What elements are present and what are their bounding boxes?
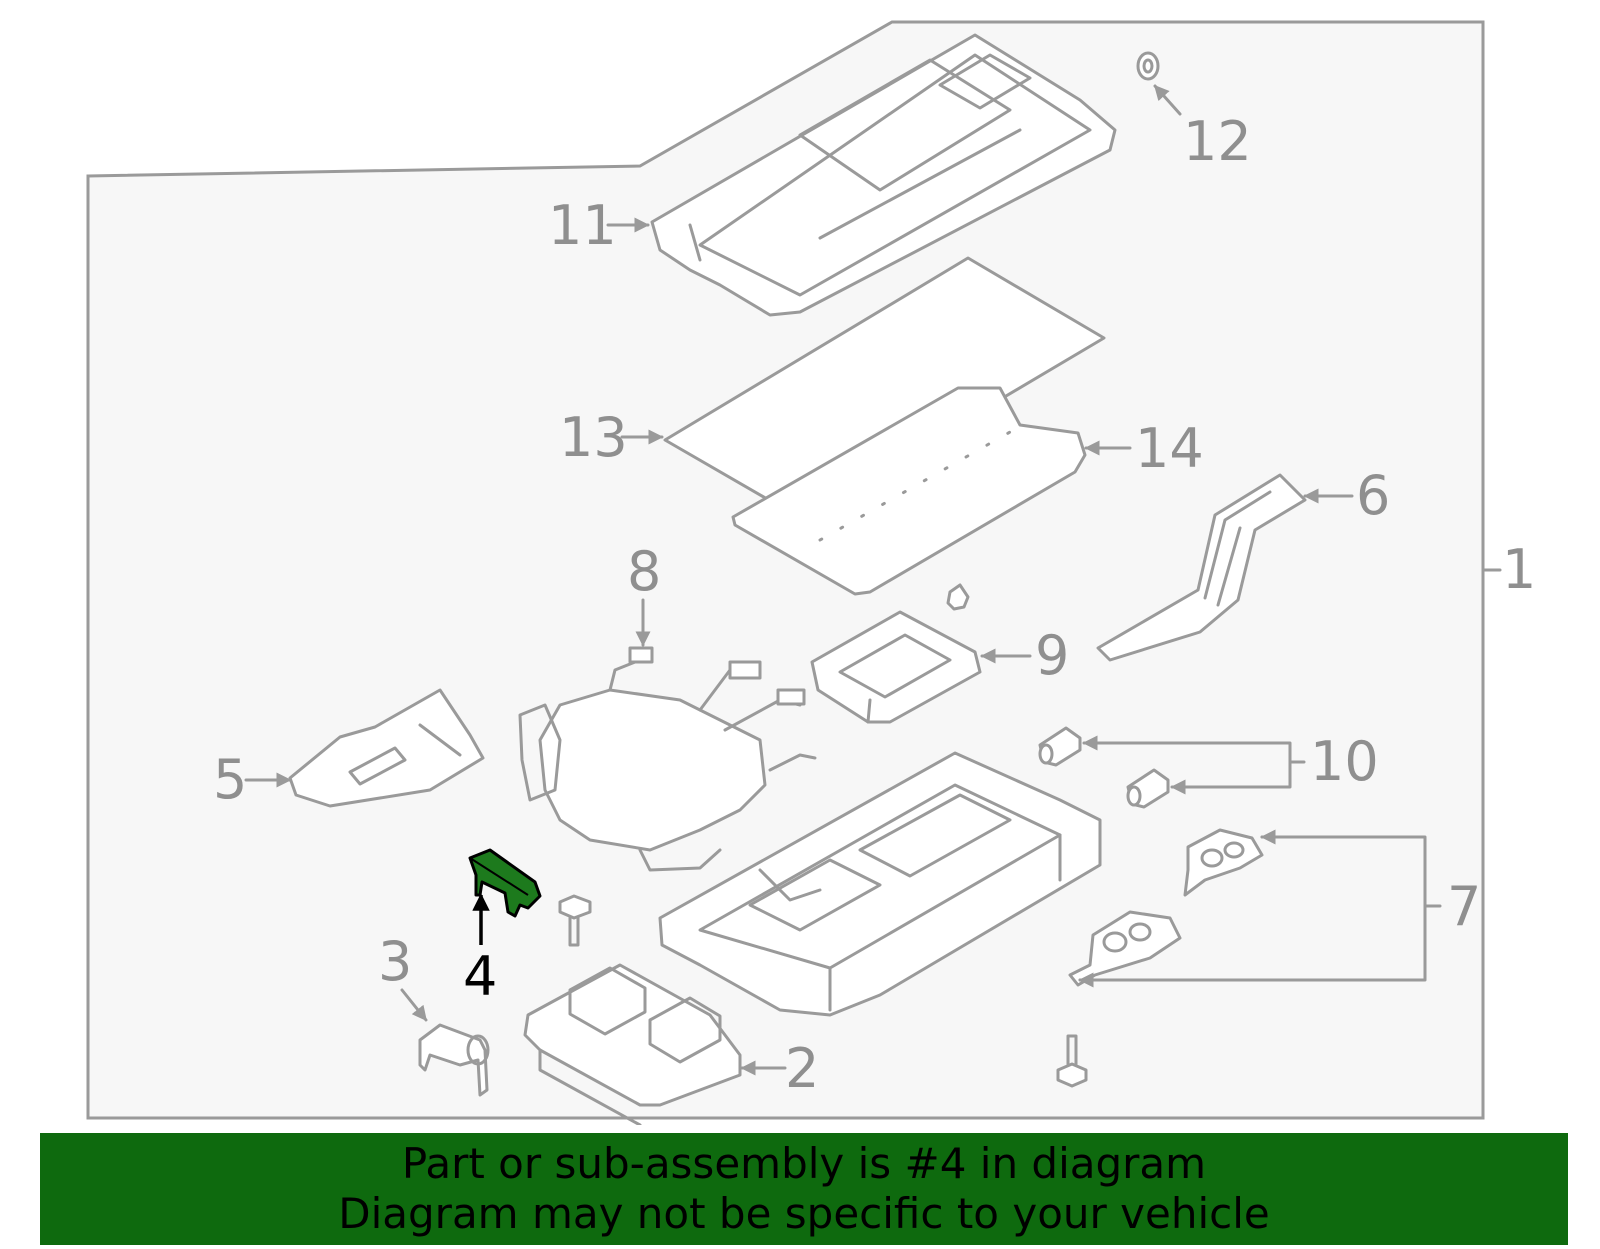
- leader-3: [400, 988, 428, 1022]
- info-banner: Part or sub-assembly is #4 in diagram Di…: [40, 1133, 1568, 1245]
- part-2-junction-box: [523, 963, 742, 1125]
- part-11-upper-cover: [650, 33, 1117, 317]
- part-12-washer: [1136, 51, 1160, 81]
- callout-5: 5: [213, 748, 247, 811]
- part-5-bracket: [288, 688, 485, 808]
- callout-2: 2: [785, 1037, 819, 1100]
- callout-9: 9: [1035, 624, 1069, 687]
- banner-line-1: Part or sub-assembly is #4 in diagram: [401, 1139, 1207, 1188]
- callout-14: 14: [1135, 417, 1204, 480]
- callout-3: 3: [378, 930, 412, 993]
- assembly-frame: [86, 20, 1485, 1120]
- part-9-control-module: [810, 583, 982, 724]
- callout-12: 12: [1183, 110, 1252, 173]
- leader-12: [1153, 84, 1182, 116]
- callout-8: 8: [627, 540, 661, 603]
- banner-line-2: Diagram may not be specific to your vehi…: [338, 1189, 1270, 1238]
- part-7-brackets: [1068, 828, 1264, 987]
- callout-7: 7: [1447, 875, 1481, 938]
- part-6-bracket: [1096, 473, 1307, 662]
- part-13-insulator-sheet: [663, 256, 1106, 520]
- leader-7: [1078, 835, 1442, 982]
- part-10-plugs: [1038, 726, 1170, 809]
- callout-10: 10: [1310, 730, 1379, 793]
- main-inverter-unit: [658, 751, 1102, 1017]
- part-8-wire-harness: [518, 646, 817, 872]
- leader-10: [1083, 741, 1306, 789]
- bolt-right: [1056, 1034, 1088, 1088]
- callout-11: 11: [548, 194, 617, 257]
- callout-6: 6: [1356, 464, 1390, 527]
- bolt-left: [558, 894, 592, 947]
- parts-diagram: 11 12 13 14 6 1 8 9 10 5 7 4 3 2: [86, 20, 1536, 1125]
- callout-1: 1: [1502, 538, 1536, 601]
- callout-13: 13: [559, 406, 628, 469]
- part-3-bracket: [418, 1023, 490, 1097]
- callout-4: 4: [463, 945, 497, 1008]
